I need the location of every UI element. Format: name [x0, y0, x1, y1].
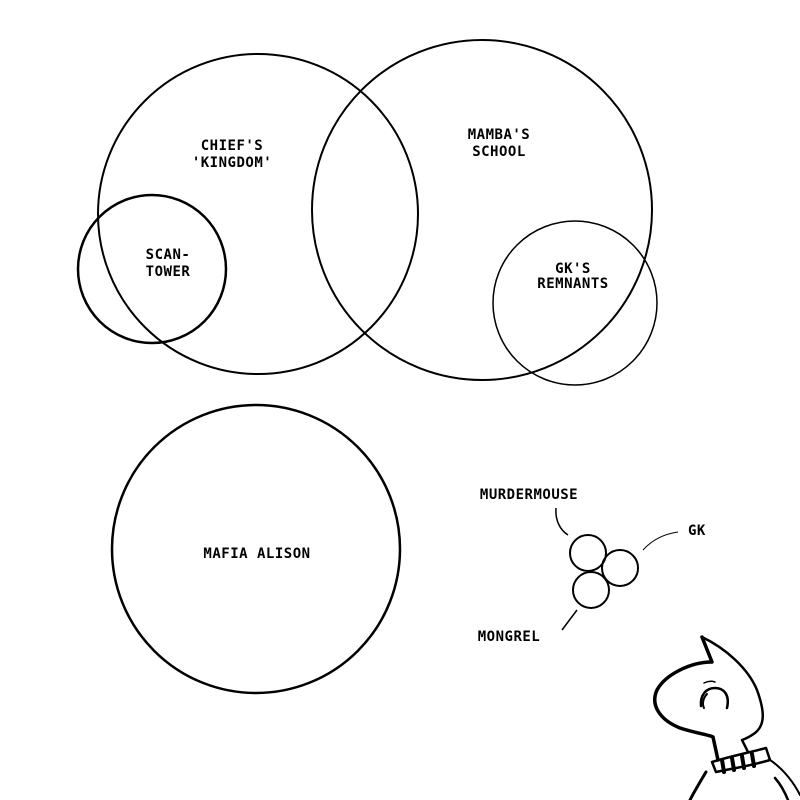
murdermouse-pointer [555, 507, 569, 536]
murdermouse-label: MURDERMOUSE [480, 487, 578, 503]
mafia-alison-circle [110, 403, 402, 695]
scan-tower-label-2: TOWER [146, 264, 191, 280]
gks-remnants-label-2: REMNANTS [537, 276, 608, 292]
character-illustration [653, 635, 800, 800]
gk-pointer [642, 531, 679, 551]
murdermouse-circle [569, 534, 607, 572]
mambas-school-label-1: MAMBA'S [468, 127, 531, 143]
gks-remnants-circle [492, 220, 658, 386]
chiefs-kingdom-label-2: 'KINGDOM' [192, 155, 272, 171]
mongrel-label: MONGREL [478, 629, 541, 645]
scan-tower-circle [76, 193, 228, 345]
mongrel-circle [572, 571, 610, 609]
gk-label: GK [688, 523, 706, 539]
gks-remnants-label-1: GK'S [555, 261, 591, 277]
mambas-school-label-2: SCHOOL [472, 144, 526, 160]
gk-circle [601, 549, 639, 587]
mongrel-pointer [561, 609, 578, 631]
scan-tower-label-1: SCAN- [146, 247, 191, 263]
chiefs-kingdom-label-1: CHIEF'S [201, 138, 264, 154]
chiefs-kingdom-circle [97, 53, 419, 375]
mambas-school-circle [311, 39, 653, 381]
mafia-alison-label: MAFIA ALISON [203, 546, 310, 562]
